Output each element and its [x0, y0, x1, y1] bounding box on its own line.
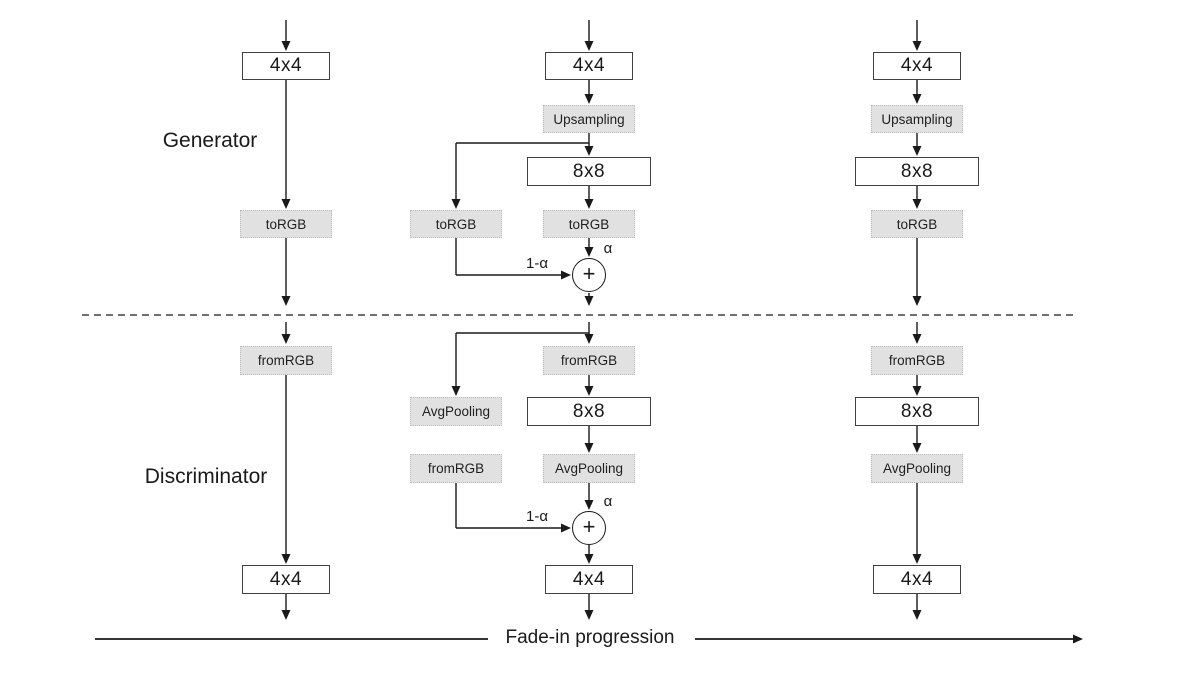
- node-right-gen-upsampling: Upsampling: [871, 105, 963, 133]
- arrowhead-down: [912, 146, 922, 156]
- node-left-disc-4x4: 4x4: [242, 565, 330, 594]
- node-mid-gen-8x8: 8x8: [527, 157, 651, 186]
- node-mid-disc-4x4: 4x4: [545, 565, 633, 594]
- arrowhead-down: [912, 199, 922, 209]
- disc-sum-plus-circle: +: [572, 511, 606, 545]
- fade-in-progression-label: Fade-in progression: [505, 627, 675, 648]
- node-left-gen-4x4: 4x4: [242, 52, 330, 80]
- gen-sum-plus-circle: +: [572, 258, 606, 292]
- arrowhead-down: [451, 386, 461, 396]
- arrowhead-down: [584, 443, 594, 453]
- node-right-gen-torgb: toRGB: [871, 210, 963, 238]
- generator-label: Generator: [162, 129, 258, 152]
- gen-one-minus-alpha-label: 1-α: [525, 255, 548, 272]
- arrowhead-down: [281, 334, 291, 344]
- arrowhead-down: [281, 610, 291, 620]
- node-mid-gen-torgb: toRGB: [543, 210, 635, 238]
- arrowhead-down: [281, 296, 291, 306]
- discriminator-label: Discriminator: [144, 465, 268, 488]
- arrowhead-down: [912, 386, 922, 396]
- arrowhead-down: [584, 500, 594, 510]
- node-right-gen-4x4: 4x4: [873, 52, 961, 80]
- node-right-disc-avgpooling: AvgPooling: [871, 454, 963, 483]
- arrowhead-down: [912, 94, 922, 104]
- arrowhead-down: [912, 610, 922, 620]
- arrowhead-down: [912, 296, 922, 306]
- node-mid-disc-fromrgb-skip: fromRGB: [410, 454, 502, 483]
- arrowhead-down: [281, 554, 291, 564]
- node-right-disc-fromrgb: fromRGB: [871, 346, 963, 375]
- arrowhead-down: [584, 610, 594, 620]
- arrowhead-down: [584, 386, 594, 396]
- node-left-disc-fromrgb: fromRGB: [240, 346, 332, 375]
- arrowhead-down: [584, 296, 594, 306]
- arrowhead-down: [912, 443, 922, 453]
- arrowhead-down: [584, 334, 594, 344]
- node-mid-disc-avgpooling: AvgPooling: [543, 454, 635, 483]
- arrowhead-down: [912, 334, 922, 344]
- arrowhead-down: [281, 41, 291, 51]
- node-mid-disc-avgpooling-skip: AvgPooling: [410, 397, 502, 426]
- node-right-gen-8x8: 8x8: [855, 157, 979, 186]
- arrowhead-right: [561, 270, 571, 280]
- arrowhead-down: [584, 146, 594, 156]
- arrowhead-down: [584, 41, 594, 51]
- node-mid-disc-8x8: 8x8: [527, 397, 651, 426]
- arrowhead-right: [1073, 634, 1083, 644]
- node-left-gen-torgb: toRGB: [240, 210, 332, 238]
- node-mid-disc-fromrgb: fromRGB: [543, 346, 635, 375]
- arrowhead-down: [281, 199, 291, 209]
- node-right-disc-4x4: 4x4: [873, 565, 961, 594]
- node-mid-gen-4x4: 4x4: [545, 52, 633, 80]
- disc-one-minus-alpha-label: 1-α: [525, 508, 548, 525]
- node-right-disc-8x8: 8x8: [855, 397, 979, 426]
- node-mid-gen-upsampling: Upsampling: [543, 105, 635, 133]
- arrowhead-right: [561, 523, 571, 533]
- arrowhead-down: [584, 199, 594, 209]
- arrowhead-down: [584, 94, 594, 104]
- arrowhead-down: [584, 554, 594, 564]
- arrowhead-down: [912, 554, 922, 564]
- arrowhead-down: [584, 247, 594, 257]
- gen-alpha-label: α: [603, 240, 613, 257]
- node-mid-gen-torgb-skip: toRGB: [410, 210, 502, 238]
- arrowhead-down: [451, 199, 461, 209]
- disc-alpha-label: α: [603, 493, 613, 510]
- arrowhead-down: [912, 41, 922, 51]
